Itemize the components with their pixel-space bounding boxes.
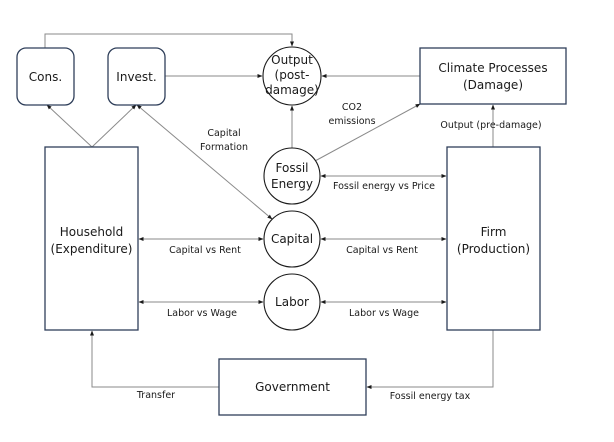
node-climate-line2: (Damage) [463, 78, 523, 92]
node-fossil-energy: Fossil Energy [263, 147, 321, 205]
label-co2-2: emissions [328, 116, 375, 127]
edge-fossil-tax [366, 330, 494, 389]
node-fossil-line2: Energy [271, 177, 313, 191]
label-fossil-energy-tax: Fossil energy tax [390, 391, 471, 402]
node-firm-line1: Firm [481, 225, 507, 239]
label-capital-formation-2: Formation [200, 142, 248, 153]
node-cons: Cons. [16, 47, 75, 106]
edge-household-to-invest [91, 104, 137, 148]
label-transfer: Transfer [136, 390, 175, 401]
node-labor-label: Labor [275, 295, 309, 309]
node-climate-processes: Climate Processes (Damage) [419, 47, 567, 105]
node-capital: Capital [263, 210, 321, 268]
node-cons-label: Cons. [29, 70, 62, 84]
edge-cons-to-output [44, 33, 294, 48]
node-invest-label: Invest. [116, 70, 156, 84]
node-government-label: Government [255, 380, 330, 394]
node-firm-line2: (Production) [457, 242, 530, 256]
edge-co2-emissions [314, 103, 421, 162]
label-labor-wage-left: Labor vs Wage [167, 308, 237, 319]
node-household-line2: (Expenditure) [51, 242, 133, 256]
node-output-post-damage: Output (post- damage) [262, 46, 322, 106]
label-output-pre-damage: Output (pre-damage) [440, 120, 541, 131]
edge-capital-formation [136, 104, 273, 220]
node-output-line1: Output [271, 53, 313, 67]
edge-household-to-cons [46, 104, 93, 148]
node-government: Government [218, 358, 367, 416]
node-household: Household (Expenditure) [44, 146, 139, 331]
label-fossil-price: Fossil energy vs Price [333, 181, 435, 192]
edge-transfer [90, 330, 219, 388]
node-climate-line1: Climate Processes [438, 61, 547, 75]
node-invest: Invest. [107, 47, 166, 106]
node-household-line1: Household [60, 225, 124, 239]
node-fossil-line1: Fossil [276, 161, 309, 175]
label-labor-wage-right: Labor vs Wage [349, 308, 419, 319]
node-output-line3: damage) [265, 83, 319, 97]
node-firm: Firm (Production) [446, 146, 541, 331]
label-capital-rent-right: Capital vs Rent [346, 245, 418, 256]
node-labor: Labor [263, 273, 321, 331]
label-co2-1: CO2 [342, 102, 362, 113]
label-capital-formation-1: Capital [207, 128, 240, 139]
node-capital-label: Capital [271, 232, 313, 246]
node-output-line2: (post- [275, 68, 310, 82]
label-capital-rent-left: Capital vs Rent [169, 245, 241, 256]
